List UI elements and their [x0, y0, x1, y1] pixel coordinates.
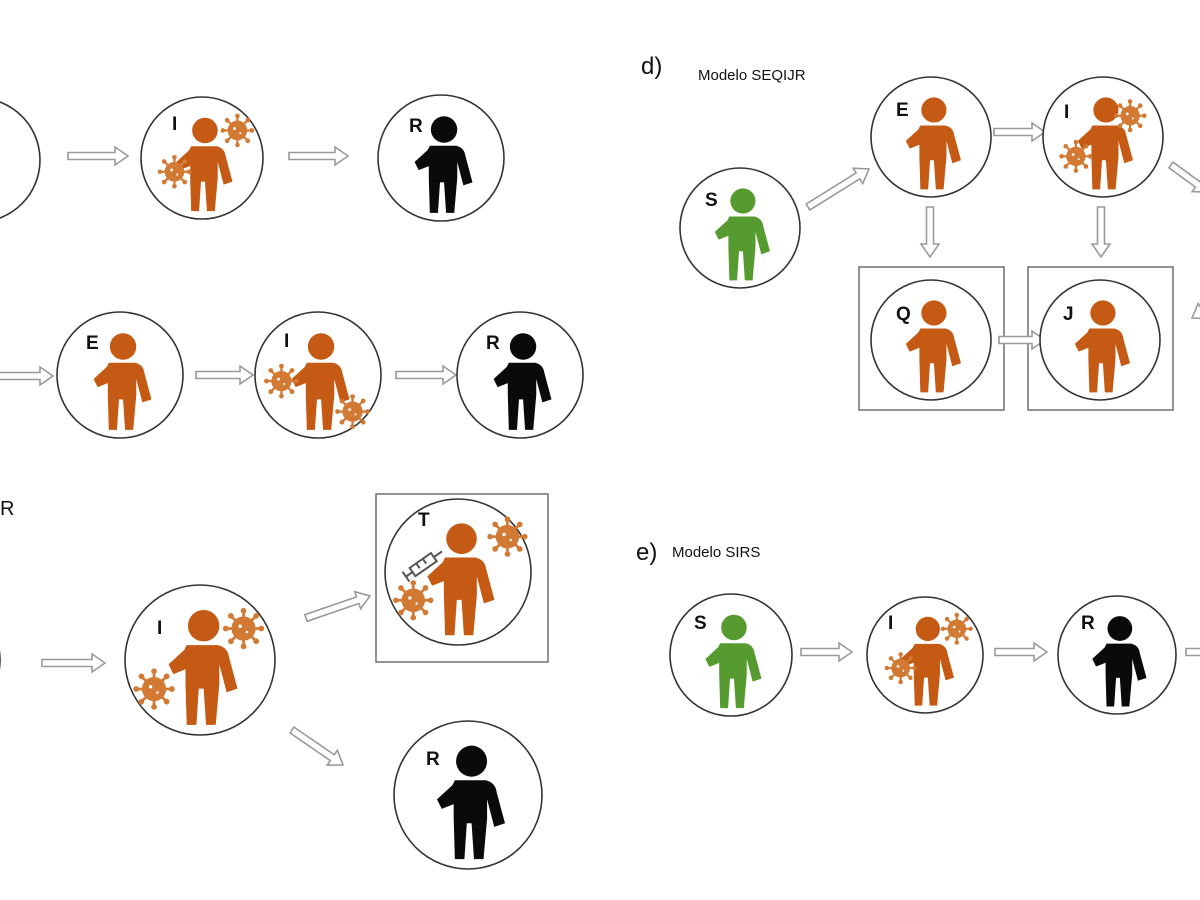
node-label: I [284, 331, 289, 352]
virus-icon [222, 607, 266, 651]
person-icon [900, 616, 954, 706]
compartment-nodes: I R E I R I T R S E I Q J S I R [0, 76, 1177, 870]
person-icon [414, 116, 473, 213]
arrow-b-e-i [195, 364, 255, 386]
node-label: E [86, 333, 99, 354]
panel-e-title: Modelo SIRS [672, 544, 760, 561]
person-icon [93, 333, 152, 430]
panel-d-title: Modelo SEQIJR [698, 67, 806, 84]
person-icon [1092, 616, 1147, 707]
arrow-d-i-j [1090, 206, 1112, 259]
node-label: S [694, 613, 707, 634]
arrow-e-s-i [800, 641, 854, 663]
node-label: R [486, 333, 500, 354]
person-icon [905, 97, 961, 190]
node-label: Q [896, 304, 911, 325]
arrow-e-i-r [994, 641, 1049, 663]
panel-d-label: d) [641, 53, 662, 80]
node-label: R [426, 749, 440, 770]
panel-c-title-fragment: R [0, 498, 14, 520]
node-c-r: R [393, 720, 543, 870]
virus-icon [884, 651, 918, 685]
node-label: R [1081, 613, 1095, 634]
virus-icon [1058, 139, 1094, 174]
syringe-icon [401, 550, 443, 583]
person-icon [493, 333, 552, 430]
virus-icon [219, 112, 255, 148]
arrow-d-q-j [998, 329, 1047, 351]
virus-icon [486, 515, 529, 558]
person-icon [176, 117, 233, 212]
treatment-box [375, 493, 549, 663]
arrow-e-r-out [1185, 647, 1200, 657]
node-d-s: S [679, 167, 801, 289]
arrow-c-i-r [288, 726, 345, 766]
node-label: E [896, 100, 909, 121]
arrow-d-e-i [993, 121, 1047, 143]
node-b-e: E [56, 311, 184, 439]
node-c-i: I [124, 584, 276, 736]
person-icon [1077, 97, 1133, 190]
virus-icon [392, 579, 435, 622]
virus-icon [940, 612, 974, 646]
person-icon [427, 523, 495, 636]
node-b-i: I [254, 311, 382, 439]
arrow-c-s-i [41, 652, 107, 674]
node-label: I [1064, 102, 1069, 123]
arrow-a-s-i [67, 145, 130, 167]
node-label: I [157, 618, 162, 639]
node-label: T [418, 510, 430, 531]
node-label: S [705, 190, 718, 211]
node-label: R [409, 116, 423, 137]
partial-node [0, 101, 41, 219]
panel-e-label: e) [636, 539, 657, 566]
person-icon [905, 300, 961, 393]
person-icon [705, 614, 762, 709]
node-e-s: S [669, 593, 793, 717]
node-d-j: J [1039, 279, 1161, 401]
node-d-i: I [1042, 76, 1164, 198]
person-icon [436, 745, 505, 860]
person-icon [714, 188, 770, 281]
node-b-r: R [456, 311, 584, 439]
transition-arrows [0, 121, 1200, 766]
virus-icon [263, 363, 300, 400]
node-d-e: E [870, 76, 992, 198]
node-d-q: Q [870, 279, 992, 401]
arrow-d-s-e [805, 167, 871, 212]
node-e-r: R [1057, 595, 1177, 715]
arrow-a-i-r [288, 145, 350, 167]
arrow-b-s-e [0, 365, 55, 387]
node-label: I [888, 613, 893, 634]
person-icon [168, 609, 238, 725]
arrow-d-i-out [1167, 161, 1200, 193]
node-label: J [1063, 304, 1074, 325]
node-e-i: I [866, 596, 984, 714]
virus-icon [132, 667, 176, 711]
node-a-i: I [140, 96, 264, 220]
person-icon [291, 333, 350, 430]
node-a-r: R [377, 94, 505, 222]
arrow-d-j-in [1190, 301, 1200, 320]
virus-icon [156, 154, 192, 190]
arrow-b-i-r [395, 364, 458, 386]
node-label: I [172, 114, 177, 135]
person-icon [1074, 300, 1130, 393]
arrow-d-e-q [919, 206, 941, 259]
virus-icon [334, 393, 371, 430]
node-c-t: T [384, 498, 532, 646]
virus-icon [1112, 98, 1148, 133]
arrow-c-i-t [303, 590, 372, 623]
